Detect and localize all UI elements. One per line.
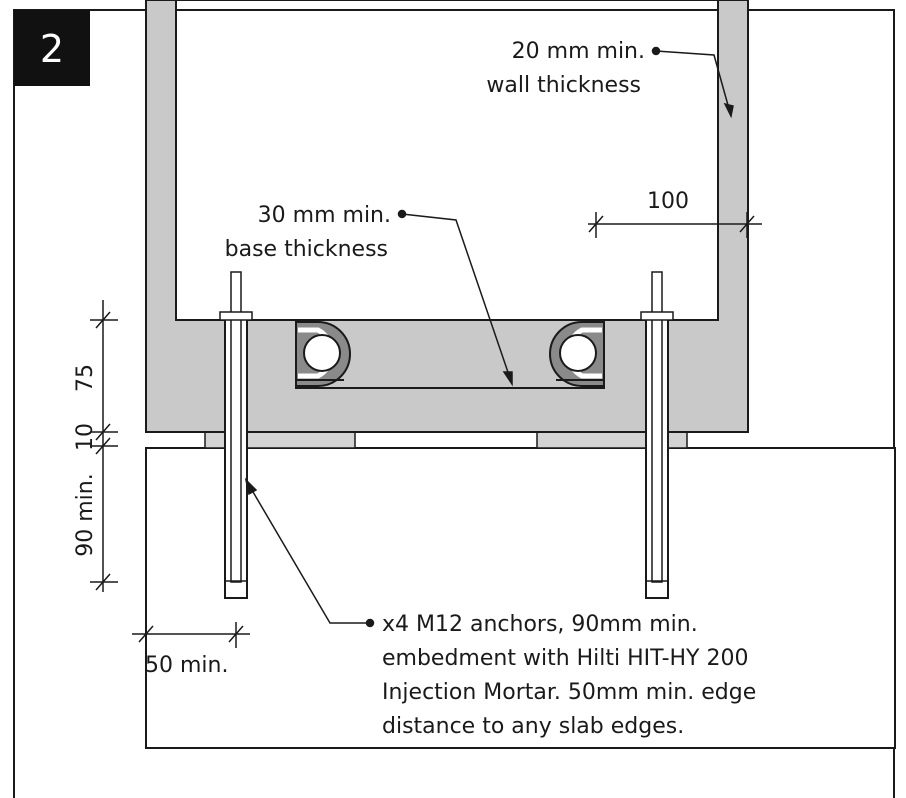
- dimension-50-label: 50 min.: [145, 653, 228, 678]
- anchor-note-line4: distance to any slab edges.: [382, 714, 684, 739]
- detail-number-badge: [14, 10, 90, 86]
- dimension-75-label: 75: [73, 364, 98, 392]
- base-thickness-leader: [397, 209, 513, 387]
- vertical-dimension-chain: [90, 300, 118, 592]
- dimension-90-label: 90 min.: [73, 473, 98, 556]
- dimension-50: [132, 622, 250, 648]
- dimension-10-label: 10: [73, 423, 98, 451]
- anchor-right: [640, 271, 674, 599]
- wall-thickness-label-line1: 20 mm min.: [512, 39, 645, 64]
- anchor-note-line1: x4 M12 anchors, 90mm min.: [382, 612, 698, 637]
- detail-number: 2: [40, 27, 64, 71]
- dimension-100-label: 100: [647, 189, 689, 214]
- lifting-loop-left: [295, 321, 351, 387]
- anchor-leader: [244, 477, 375, 628]
- anchor-note-line3: Injection Mortar. 50mm min. edge: [382, 680, 756, 705]
- wall-thickness-leader: [651, 46, 734, 119]
- anchor-note-line2: embedment with Hilti HIT-HY 200: [382, 646, 748, 671]
- wall-thickness-label-line2: wall thickness: [486, 73, 641, 98]
- base-thickness-label-line1: 30 mm min.: [258, 203, 391, 228]
- lifting-loop-right: [549, 321, 605, 387]
- anchor-left: [219, 271, 253, 599]
- base-thickness-label-line2: base thickness: [225, 237, 388, 262]
- dimension-100: [588, 212, 762, 238]
- concrete-slab: [145, 447, 896, 749]
